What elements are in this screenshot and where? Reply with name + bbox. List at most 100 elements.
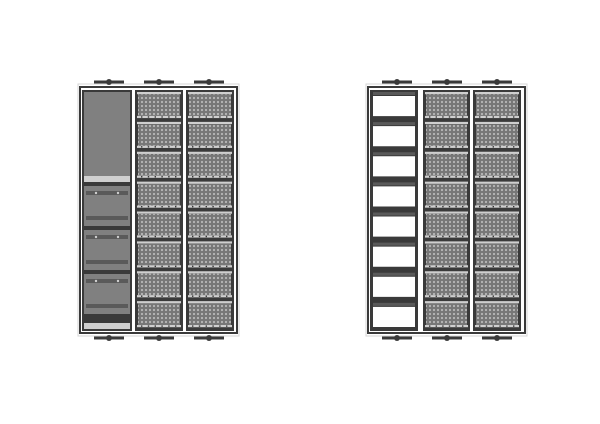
perforated-module: [426, 124, 467, 146]
foot-bolt: [206, 335, 212, 341]
rail-screw: [192, 265, 194, 268]
module-bottom-rail: [425, 295, 468, 298]
rail-screw: [492, 205, 494, 208]
cabinet-frame: [79, 86, 238, 334]
right-cabinet: [365, 79, 528, 341]
module-bottom-rail: [137, 325, 181, 328]
rail-screw: [168, 295, 170, 297]
perforated-module: [476, 184, 518, 206]
rail-screw: [154, 176, 156, 178]
rail-screw: [212, 205, 214, 208]
rail-screw: [448, 295, 451, 297]
module-bottom-rail: [475, 235, 519, 238]
rail-screw: [175, 295, 177, 297]
rail-screw: [492, 235, 494, 238]
open-mounting-space: [373, 186, 415, 207]
module-bottom-rail: [137, 115, 181, 119]
module-top-rail: [475, 92, 519, 95]
rail-screw: [168, 176, 170, 178]
perforated-module: [476, 303, 518, 325]
module-bottom-rail: [475, 115, 519, 119]
rail-screw: [141, 265, 143, 268]
module-top-rail: [425, 92, 468, 95]
module-top-rail: [188, 211, 232, 214]
rail-screw: [168, 116, 170, 118]
module-bottom-rail: [188, 205, 232, 208]
perforated-module: [138, 94, 180, 116]
module-top-rail: [188, 271, 232, 274]
module-bottom-rail: [475, 325, 519, 328]
open-mounting-space: [373, 96, 415, 117]
panel-handle-bar: [86, 260, 128, 264]
rail-screw: [175, 176, 177, 178]
foot-bolt: [494, 335, 500, 341]
module-bottom-rail: [425, 205, 468, 208]
rail-screw: [147, 205, 150, 208]
perforated-module: [426, 94, 467, 116]
rail-screw: [154, 116, 156, 118]
rail-screw: [429, 205, 431, 208]
rail-screw: [147, 176, 150, 178]
module-top-rail: [188, 151, 232, 154]
rail-screw: [429, 116, 431, 118]
rail-screw: [154, 205, 156, 208]
module-bottom-rail: [475, 265, 519, 268]
rail-screw: [455, 116, 457, 118]
module-bottom-rail: [137, 295, 181, 298]
rail-screw: [198, 205, 201, 208]
rail-screw: [161, 146, 163, 148]
rail-screw: [448, 265, 451, 268]
panel-screw: [116, 235, 120, 239]
rail-screw: [198, 235, 201, 238]
rail-screw: [212, 265, 214, 268]
rail-screw: [141, 235, 143, 238]
module-top-rail: [475, 241, 519, 244]
rail-screw: [429, 265, 431, 268]
module-bottom-rail: [188, 325, 232, 328]
rail-screw: [479, 176, 481, 178]
rail-screw: [485, 295, 488, 297]
rail-screw: [485, 235, 488, 238]
module-bottom-rail: [425, 265, 468, 268]
rail-screw: [198, 295, 201, 297]
rail-screw: [141, 176, 143, 178]
rail-screw: [455, 265, 457, 268]
rail-screw: [455, 176, 457, 178]
rail-screw: [513, 116, 515, 118]
rail-screw: [462, 176, 464, 178]
cabinet-frame: [367, 86, 526, 334]
foot-bolt: [106, 335, 112, 341]
rail-screw: [442, 325, 444, 327]
rail-screw: [147, 146, 150, 148]
panel-screw: [94, 191, 98, 195]
rail-screw: [429, 325, 431, 327]
rail-screw: [205, 235, 207, 238]
perforated-module: [476, 154, 518, 176]
module-top-rail: [425, 241, 468, 244]
module-bottom-rail: [137, 265, 181, 268]
perforated-module: [138, 303, 180, 325]
rail-screw: [448, 325, 451, 327]
rail-screw: [168, 235, 170, 238]
rail-screw: [485, 325, 488, 327]
rail-screw: [219, 235, 221, 238]
rail-screw: [168, 146, 170, 148]
rail-screw: [161, 116, 163, 118]
rail-screw: [168, 265, 170, 268]
rail-screw: [205, 295, 207, 297]
rail-screw: [455, 325, 457, 327]
panel-handle-bar: [86, 304, 128, 308]
perforated-module: [476, 273, 518, 296]
rail-screw: [513, 265, 515, 268]
perforated-module: [138, 213, 180, 236]
perforated-module: [426, 154, 467, 176]
perforated-module: [138, 184, 180, 206]
rail-screw: [499, 295, 501, 297]
module-bottom-rail: [188, 265, 232, 268]
rail-screw: [479, 235, 481, 238]
rail-screw: [479, 295, 481, 297]
rail-screw: [442, 116, 444, 118]
rail-screw: [219, 146, 221, 148]
rail-screw: [161, 295, 163, 297]
rail-screw: [455, 235, 457, 238]
